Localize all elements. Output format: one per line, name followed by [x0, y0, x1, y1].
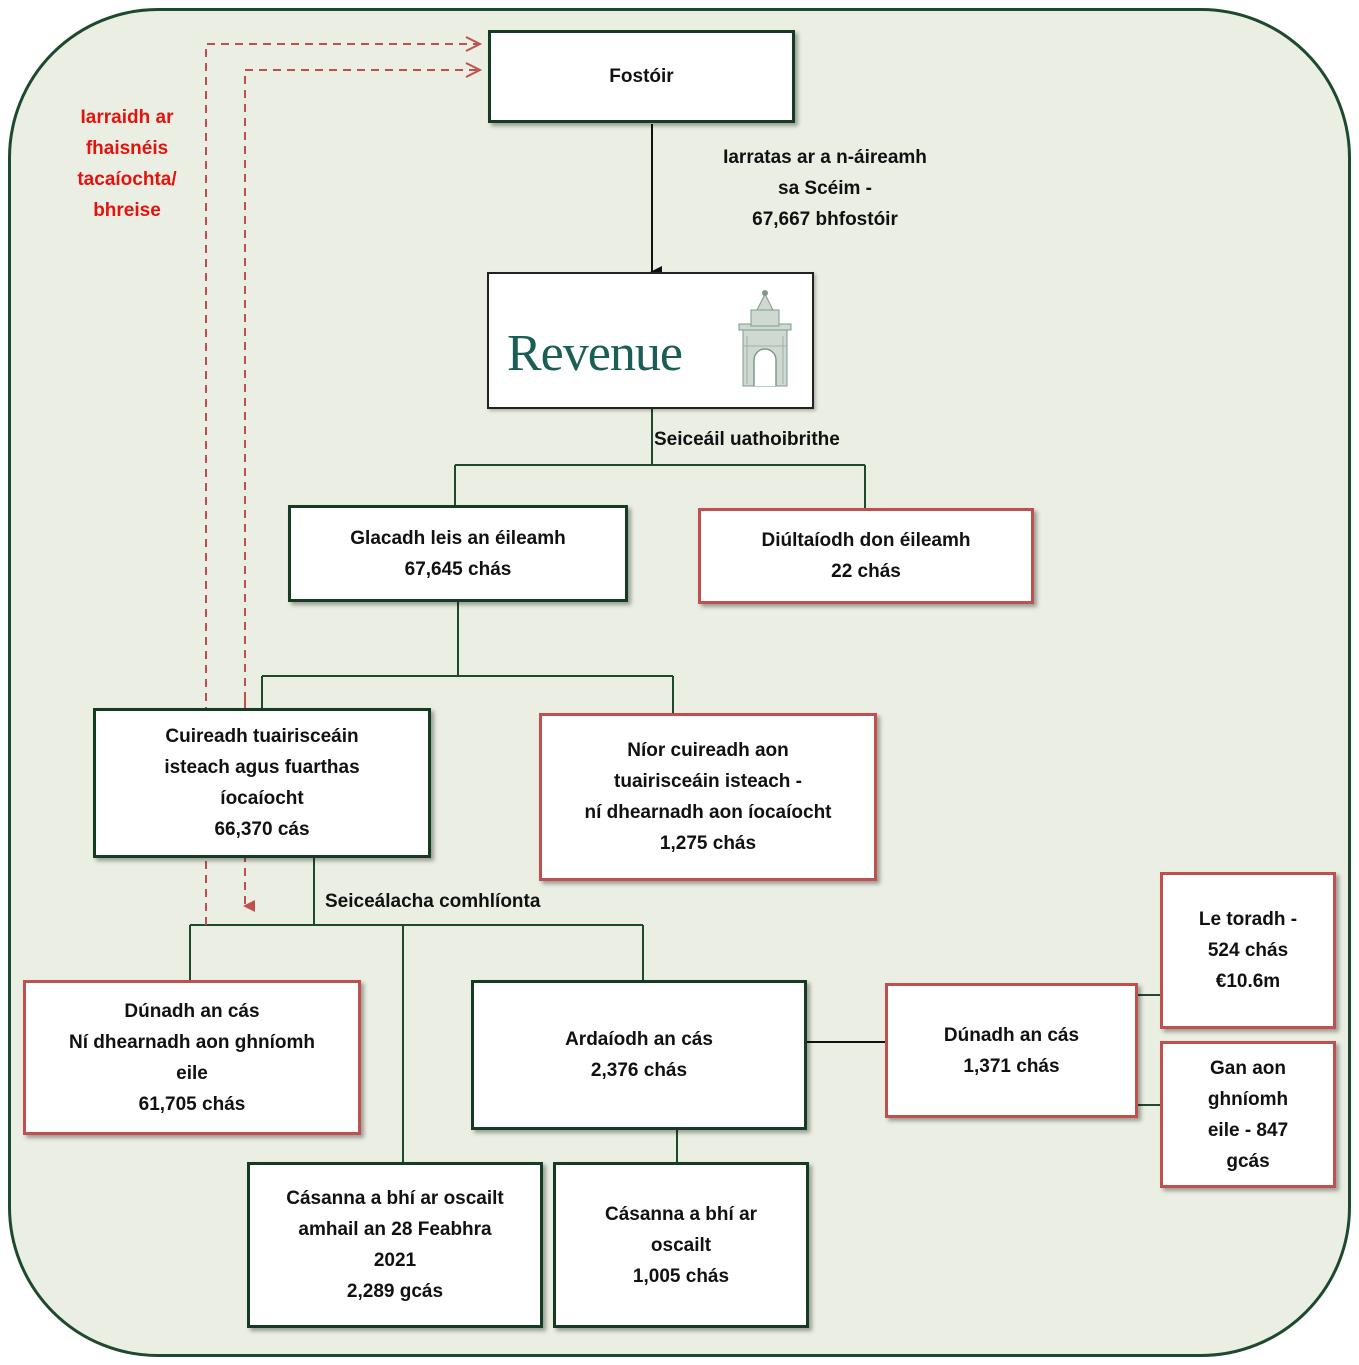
with-result-box: Le toradh - 524 chás €10.6m: [1160, 872, 1336, 1029]
accepted-box: Glacadh leis an éileamh 67,645 chás: [288, 505, 628, 602]
revenue-logo: Revenue: [487, 272, 814, 409]
escalated-box: Ardaíodh an cás 2,376 chás: [471, 980, 807, 1130]
employer-box: Fostóir: [488, 30, 795, 123]
rejected-box: Diúltaíodh don éileamh 22 chás: [698, 508, 1034, 604]
info-response-dashed-line: [244, 69, 478, 700]
open-cases-box: Cásanna a bhí ar oscailt 1,005 chás: [553, 1162, 809, 1328]
accepted-connector: [261, 600, 674, 713]
compliance-checks-label: Seiceálacha comhlíonta: [325, 891, 541, 912]
info-request-label: Iarraidh ar fhaisnéis tacaíochta/ bhreis…: [77, 107, 177, 221]
application-label: Iarratas ar a n-áireamh sa Scéim - 67,66…: [723, 147, 927, 230]
dashed-arrowhead-employer-2: [465, 62, 483, 78]
auto-check-connector: [454, 408, 866, 508]
auto-check-label: Seiceáil uathoibrithe: [654, 429, 840, 450]
no-returns-box: Níor cuireadh aon tuairisceáin isteach -…: [539, 713, 877, 881]
no-further-action-box: Gan aon ghníomh eile - 847 gcás: [1160, 1041, 1336, 1188]
dashed-arrowhead-employer-1: [465, 36, 483, 52]
employer-text: Fostóir: [609, 66, 674, 87]
closed-escalated-box: Dúnadh an cás 1,371 chás: [885, 983, 1138, 1118]
closed-results-connector: [1138, 994, 1162, 1106]
customs-house-icon: [738, 290, 792, 387]
compliance-connector: [189, 856, 644, 1162]
returns-submitted-box: Cuireadh tuairisceáin isteach agus fuart…: [93, 708, 431, 858]
closed-no-action-box: Dúnadh an cás Ní dhearnadh aon ghníomh e…: [23, 980, 361, 1135]
revenue-logo-text: Revenue: [507, 325, 683, 382]
open-feb-2021-box: Cásanna a bhí ar oscailt amhail an 28 Fe…: [247, 1162, 543, 1328]
